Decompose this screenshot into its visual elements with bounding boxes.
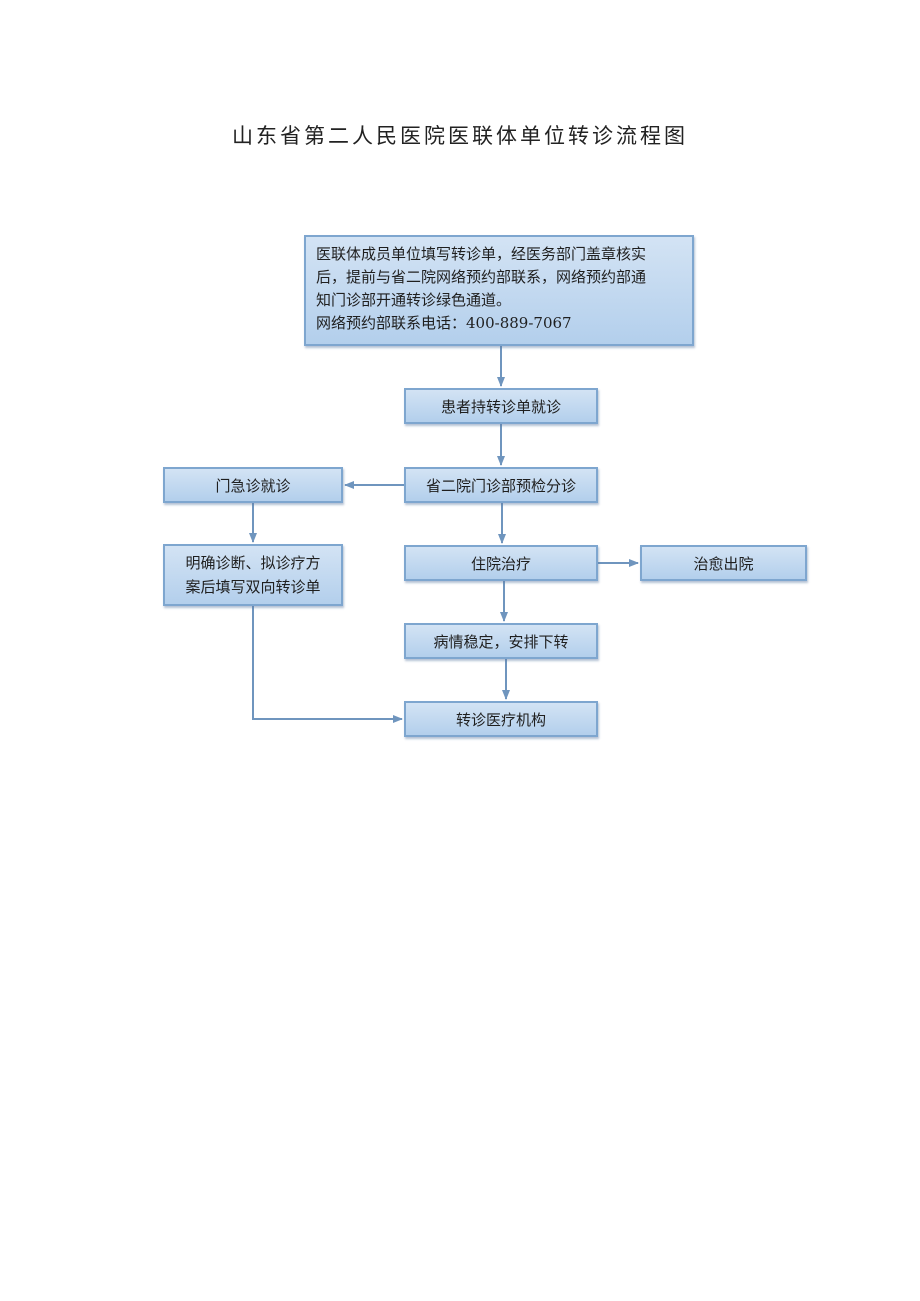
- page-title: 山东省第二人民医院医联体单位转诊流程图: [232, 124, 688, 148]
- discharge-box: 治愈出院: [640, 545, 807, 581]
- stable-box: 病情稳定，安排下转: [404, 623, 598, 659]
- emergency-box: 门急诊就诊: [163, 467, 343, 503]
- patient-visit-box: 患者持转诊单就诊: [404, 388, 598, 424]
- diagnosis-line-2: 案后填写双向转诊单: [185, 578, 321, 596]
- inpatient-box: 住院治疗: [404, 545, 598, 581]
- start-box: 医联体成员单位填写转诊单，经医务部门盖章核实 后，提前与省二院网络预约部联系，网…: [304, 235, 694, 346]
- diagnosis-box: 明确诊断、拟诊疗方 案后填写双向转诊单: [163, 544, 343, 606]
- start-line-3: 知门诊部开通转诊绿色通道。: [316, 291, 512, 309]
- start-line-4: 网络预约部联系电话：400-889-7067: [316, 314, 572, 332]
- diagnosis-line-1: 明确诊断、拟诊疗方: [185, 554, 321, 572]
- triage-box: 省二院门诊部预检分诊: [404, 467, 598, 503]
- start-box-text: 医联体成员单位填写转诊单，经医务部门盖章核实 后，提前与省二院网络预约部联系，网…: [306, 237, 656, 341]
- arrow-diagnosis-to-transfer: [252, 606, 403, 723]
- start-line-2: 后，提前与省二院网络预约部联系，网络预约部通: [316, 268, 647, 286]
- transfer-box: 转诊医疗机构: [404, 701, 598, 737]
- start-line-1: 医联体成员单位填写转诊单，经医务部门盖章核实: [316, 245, 647, 263]
